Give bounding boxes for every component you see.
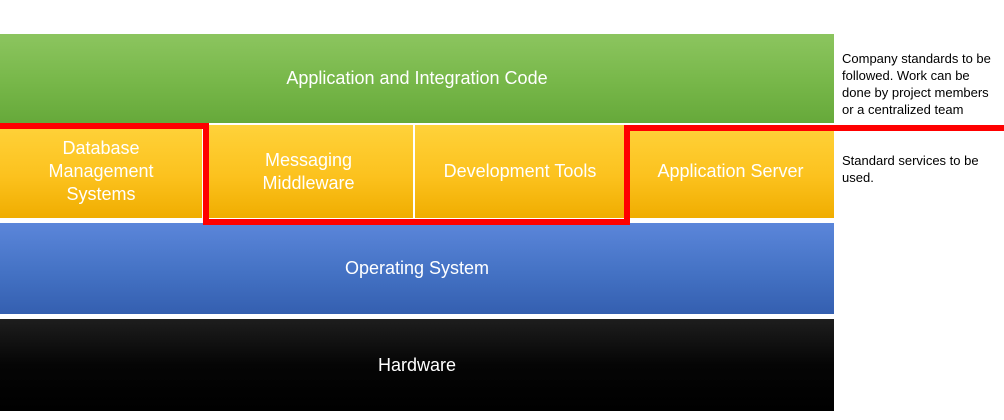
messaging-middleware-box: Messaging Middleware	[204, 125, 413, 218]
development-tools-box: Development Tools	[415, 125, 625, 218]
messaging-middleware-label: Messaging Middleware	[262, 149, 355, 193]
hardware-label: Hardware	[377, 354, 457, 375]
application-integration-label: Application and Integration Code	[286, 68, 548, 88]
standard-services-note: Standard services to be used.	[842, 135, 1002, 186]
dbms-box: Database Management Systems	[0, 125, 202, 218]
application-server-label: Application Server	[657, 161, 804, 181]
operating-system-layer: Operating System	[0, 223, 834, 314]
dbms-label: Database Management Systems	[48, 138, 154, 204]
company-standards-text: Company standards to be followed. Work c…	[842, 51, 991, 117]
operating-system-label: Operating System	[344, 258, 490, 278]
hardware-layer: Hardware	[0, 319, 834, 411]
development-tools-label: Development Tools	[443, 161, 597, 181]
application-integration-layer: Application and Integration Code	[0, 34, 834, 123]
company-standards-note: Company standards to be followed. Work c…	[842, 33, 1000, 118]
application-server-box: Application Server	[627, 125, 834, 218]
standard-services-text: Standard services to be used.	[842, 153, 979, 185]
